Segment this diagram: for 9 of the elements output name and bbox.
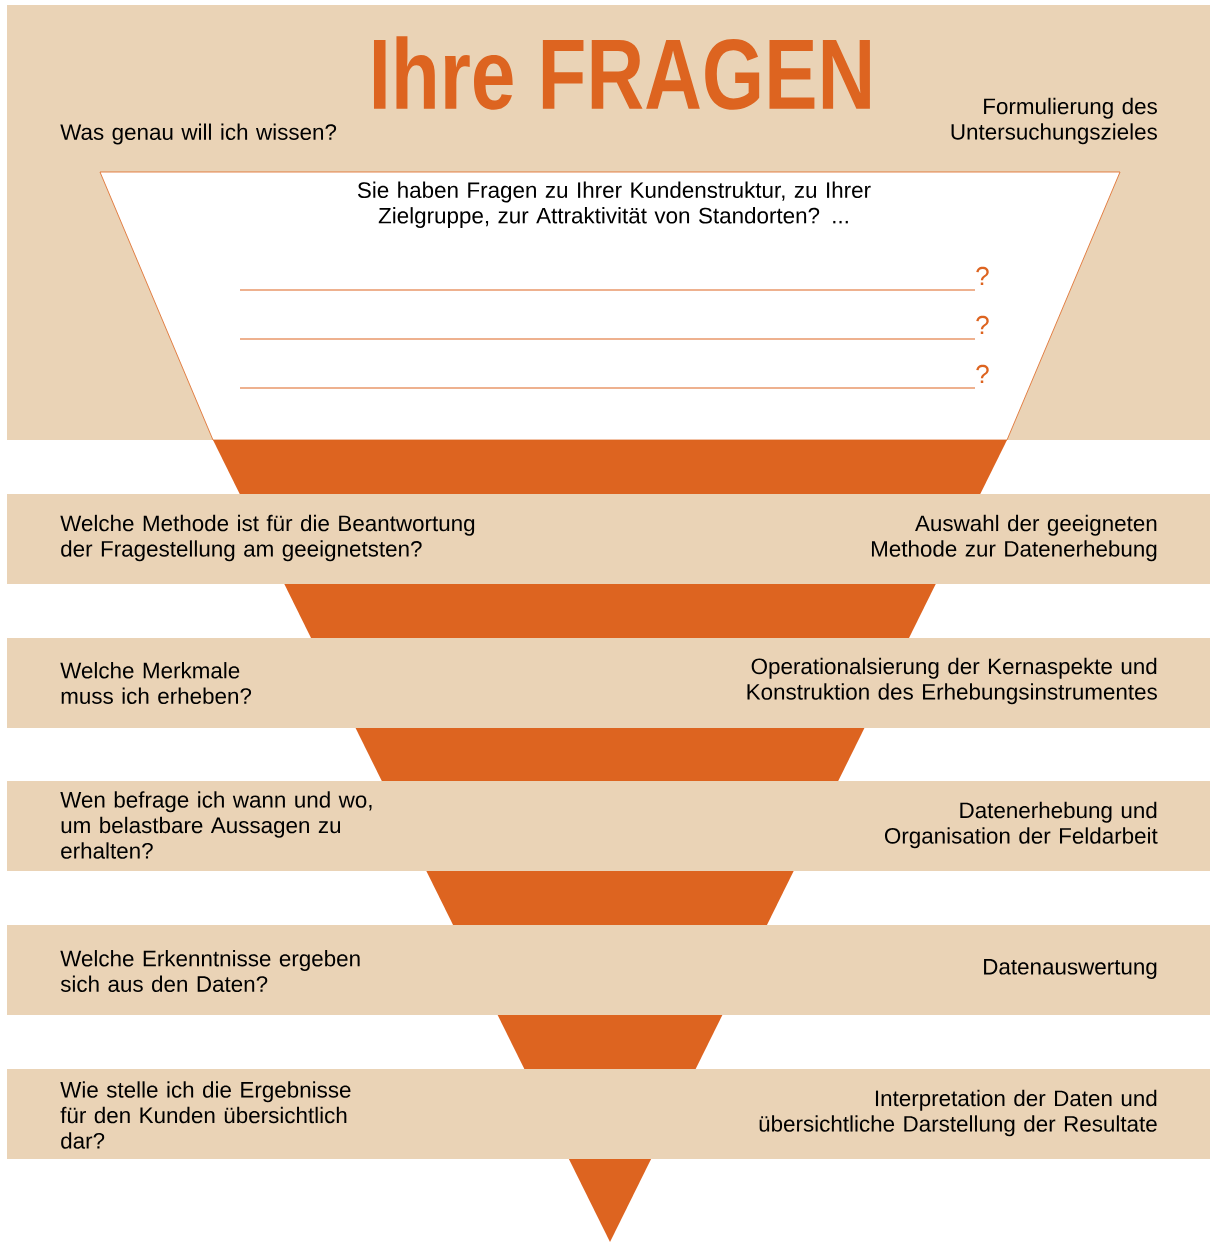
band: Welche Erkenntnisse ergeben sich aus den Daten? Datenauswertung — [7, 925, 1210, 1015]
band: Welche Merkmale muss ich erheben? Operationalsierung der Kernaspekte und Konstruktion des Erhebungsinstrumentes — [7, 638, 1210, 728]
question-mark: ? — [976, 364, 989, 383]
band: Wie stelle ich die Ergebnisse für den Kunden übersichtlich dar? Interpretation der Daten und übersichtliche Darstellung der Resultate — [7, 1069, 1210, 1159]
title: Ihre FRAGEN — [374, 36, 870, 110]
band: Wen befrage ich wann und wo, um belastbare Aussagen zu erhalten? Datenerhebung und Organisation der Feldarbeit — [7, 781, 1210, 871]
band: Welche Methode ist für die Beantwortung der Fragestellung am geeignetsten? Auswahl der geeigneten Methode zur Datenerhebung — [7, 494, 1210, 584]
question-mark: ? — [976, 266, 989, 285]
question-mark: ? — [976, 315, 989, 334]
